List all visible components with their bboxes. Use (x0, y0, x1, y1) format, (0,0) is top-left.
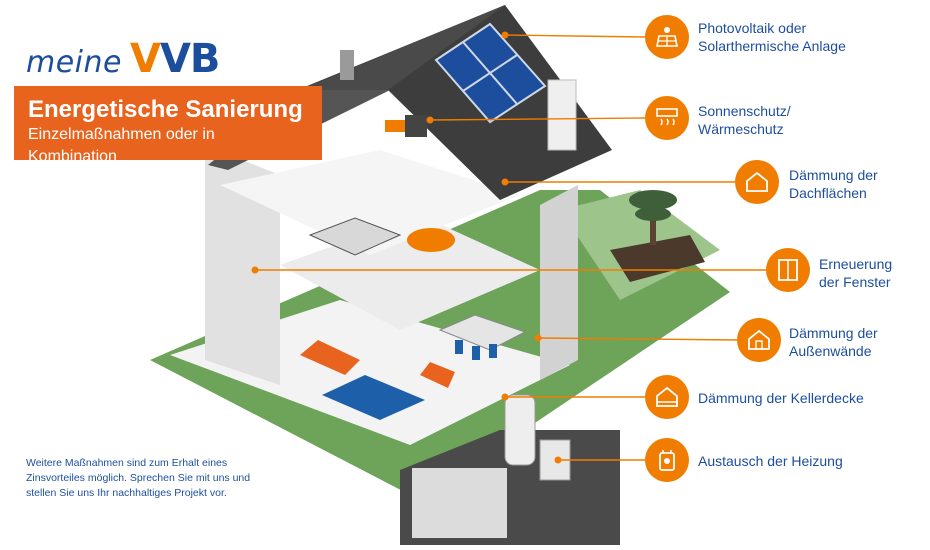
upper-floor (220, 150, 520, 255)
solar-panels (434, 22, 547, 124)
title-banner: Energetische Sanierung Einzelmaßnahmen o… (14, 86, 322, 165)
house-outline-icon (735, 160, 779, 204)
window-icon (766, 248, 810, 292)
logo-prefix: meine (26, 45, 122, 80)
right-wall (540, 185, 578, 380)
logo-brand: VVB (130, 36, 220, 82)
measure-label: Sonnenschutz/Wärmeschutz (698, 103, 791, 137)
measure-label: Austausch der Heizung (698, 453, 843, 469)
heater-icon (645, 438, 689, 482)
heat-protection-icon (645, 96, 689, 140)
solar-panel-icon (645, 15, 689, 59)
measure-label: Dämmung der Kellerdecke (698, 390, 864, 406)
roof (285, 5, 612, 200)
leader-lines (255, 34, 766, 461)
tree (629, 190, 677, 245)
left-wall (205, 145, 280, 385)
house-outline-icon (645, 375, 689, 419)
footnote: Weitere Maßnahmen sind zum Erhalt eines … (26, 457, 251, 499)
page-title: Energetische Sanierung (28, 96, 303, 123)
logo: meine VVB (26, 36, 220, 82)
page-subtitle: Einzelmaßnahmen oder in Kombination (28, 126, 215, 165)
house-outline-icon (737, 318, 781, 362)
